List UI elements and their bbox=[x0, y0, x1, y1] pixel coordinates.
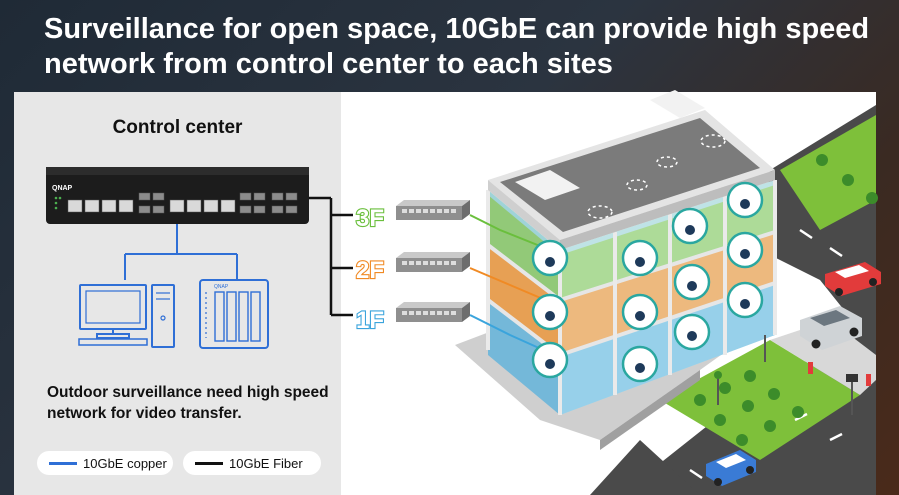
copper-links bbox=[124, 224, 238, 280]
camera-icons bbox=[531, 181, 764, 383]
nas-icon: QNAP bbox=[199, 279, 269, 349]
floor-label-3f: 3F bbox=[356, 205, 384, 232]
fiber-links bbox=[309, 196, 353, 317]
svg-text:QNAP: QNAP bbox=[214, 284, 229, 290]
car-icons bbox=[706, 262, 881, 486]
switch-brand-logo: QNAP bbox=[52, 185, 73, 192]
page-title: Surveillance for open space, 10GbE can p… bbox=[44, 13, 870, 80]
city-scene bbox=[455, 90, 881, 495]
floor-label-1f: 1F bbox=[356, 307, 384, 334]
pc-icon bbox=[78, 284, 175, 348]
control-center-label: Control center bbox=[112, 117, 243, 138]
copper-line-swatch bbox=[49, 461, 77, 465]
left-panel bbox=[14, 92, 341, 495]
core-switch: QNAP bbox=[46, 167, 309, 224]
legend-fiber: 10GbE Fiber bbox=[183, 451, 321, 475]
legend-copper-label: 10GbE copper bbox=[83, 455, 167, 471]
floor-switches bbox=[396, 200, 470, 322]
floor-label-2f: 2F bbox=[356, 257, 384, 284]
description-text: Outdoor surveillance need high speed net… bbox=[47, 384, 329, 422]
legend-fiber-label: 10GbE Fiber bbox=[229, 455, 303, 471]
fiber-line-swatch bbox=[195, 461, 223, 465]
legend-copper: 10GbE copper bbox=[37, 451, 173, 475]
